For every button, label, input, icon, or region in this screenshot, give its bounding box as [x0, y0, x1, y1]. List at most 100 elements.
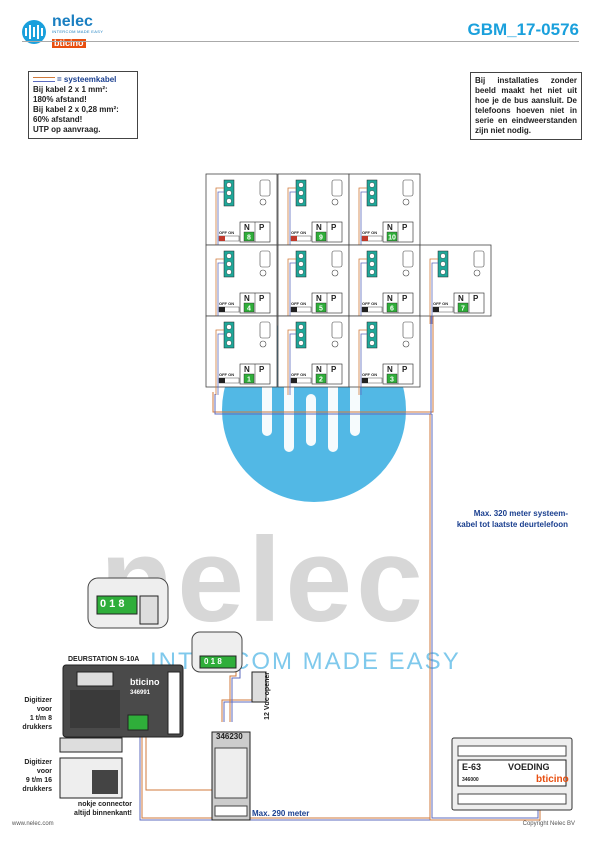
terminal-screw [226, 253, 232, 259]
phone-number: 8 [247, 235, 251, 242]
handset [259, 321, 271, 339]
phone-number-badge [315, 373, 327, 384]
handset [331, 250, 343, 268]
switch-knob [362, 307, 368, 312]
phone-number: 10 [388, 235, 396, 242]
p-label: P [402, 294, 408, 303]
terminal-screw [298, 269, 304, 275]
p-label: P [331, 294, 337, 303]
phone-cable [217, 333, 224, 395]
n-label: N [387, 294, 393, 303]
terminal-screw [226, 269, 232, 275]
phone-cable [360, 262, 367, 324]
power-supply-code: 346000 [462, 777, 479, 783]
button-icon [331, 198, 339, 206]
note-line: 180% afstand! [33, 95, 87, 104]
footer-copyright: Copyright Nelec BV [522, 821, 575, 827]
phone-number: 1 [247, 377, 251, 384]
handset [259, 179, 271, 197]
phone-cable [217, 262, 224, 324]
off-on-label: OFF ON [362, 230, 377, 235]
max-290-label: Max. 290 meter [252, 809, 310, 818]
digitizer-2-label: Digitizer voor 9 t/m 16 drukkers [22, 759, 52, 793]
footer-website: www.nelec.com [12, 821, 54, 827]
phone-number: 2 [319, 377, 323, 384]
switch-knob [433, 307, 439, 312]
max-320-label: Max. 320 meter systeem- kabel tot laatst… [456, 509, 568, 529]
phone-cable [215, 187, 224, 253]
terminal-screw [298, 190, 304, 196]
off-on-label: OFF ON [433, 301, 448, 306]
handset [259, 250, 271, 268]
terminal-screw [298, 324, 304, 330]
phone-number-badge [315, 231, 327, 242]
door-opener [251, 671, 267, 703]
switch-knob [291, 307, 297, 312]
header-divider [22, 41, 579, 42]
p-label: P [259, 294, 265, 303]
off-on-label: OFF ON [291, 230, 306, 235]
switch-knob [219, 378, 225, 383]
p-label: P [259, 365, 265, 374]
phone-number-badge [386, 231, 398, 242]
phone-cable [289, 333, 296, 395]
n-label: N [316, 223, 322, 232]
power-supply [451, 737, 573, 811]
phone-number-badge [243, 373, 255, 384]
phone-number-badge [243, 231, 255, 242]
off-on-label: OFF ON [219, 372, 234, 377]
cable-legend-line [33, 77, 55, 83]
document-id: GBM_17-0576 [467, 20, 579, 39]
off-on-label: OFF ON [219, 230, 234, 235]
digit-zoom-bubble [87, 577, 169, 629]
terminal-screw [369, 182, 375, 188]
button-icon [331, 340, 339, 348]
terminal-screw [226, 261, 232, 267]
handset [473, 250, 485, 268]
phone-number: 4 [247, 306, 251, 313]
phone-cable [360, 333, 367, 395]
phone-number: 6 [390, 306, 394, 313]
terminal-screw [440, 269, 446, 275]
door-station-code: 346991 [130, 690, 151, 696]
connector-note: nokje connector altijd binnenkant! [74, 801, 132, 817]
phone-cable [360, 191, 367, 253]
button-icon [259, 340, 267, 348]
p-label: P [402, 365, 408, 374]
phone-cable [429, 258, 438, 324]
button-icon [402, 340, 410, 348]
terminal-screw [298, 332, 304, 338]
n-label: N [244, 223, 250, 232]
system-cable [139, 255, 541, 821]
terminal-screw [226, 332, 232, 338]
button-icon [402, 269, 410, 277]
terminal-screw [298, 261, 304, 267]
cable-note: = systeemkabel Bij kabel 2 x 1 mm²: 180%… [28, 71, 138, 139]
n-label: N [316, 365, 322, 374]
phone-cable [287, 329, 296, 395]
switch-knob [362, 378, 368, 383]
handset [402, 250, 414, 268]
phone-number: 9 [319, 235, 323, 242]
phone-cable [217, 191, 224, 253]
digit-display-small: 0 1 8 [204, 657, 222, 666]
phone-cable [358, 258, 367, 324]
off-on-label: OFF ON [219, 301, 234, 306]
terminal-screw [226, 340, 232, 346]
cable-legend-text: = systeemkabel [57, 75, 117, 84]
terminal-screw [226, 182, 232, 188]
door-station [62, 664, 184, 738]
button-icon [473, 269, 481, 277]
brand-tagline: INTERCOM MADE EASY [52, 29, 104, 34]
power-supply-brand: bticino [536, 774, 569, 785]
n-label: N [244, 294, 250, 303]
handset [402, 179, 414, 197]
digitizer-1-label: Digitizer voor 1 t/m 8 drukkers [22, 697, 52, 731]
